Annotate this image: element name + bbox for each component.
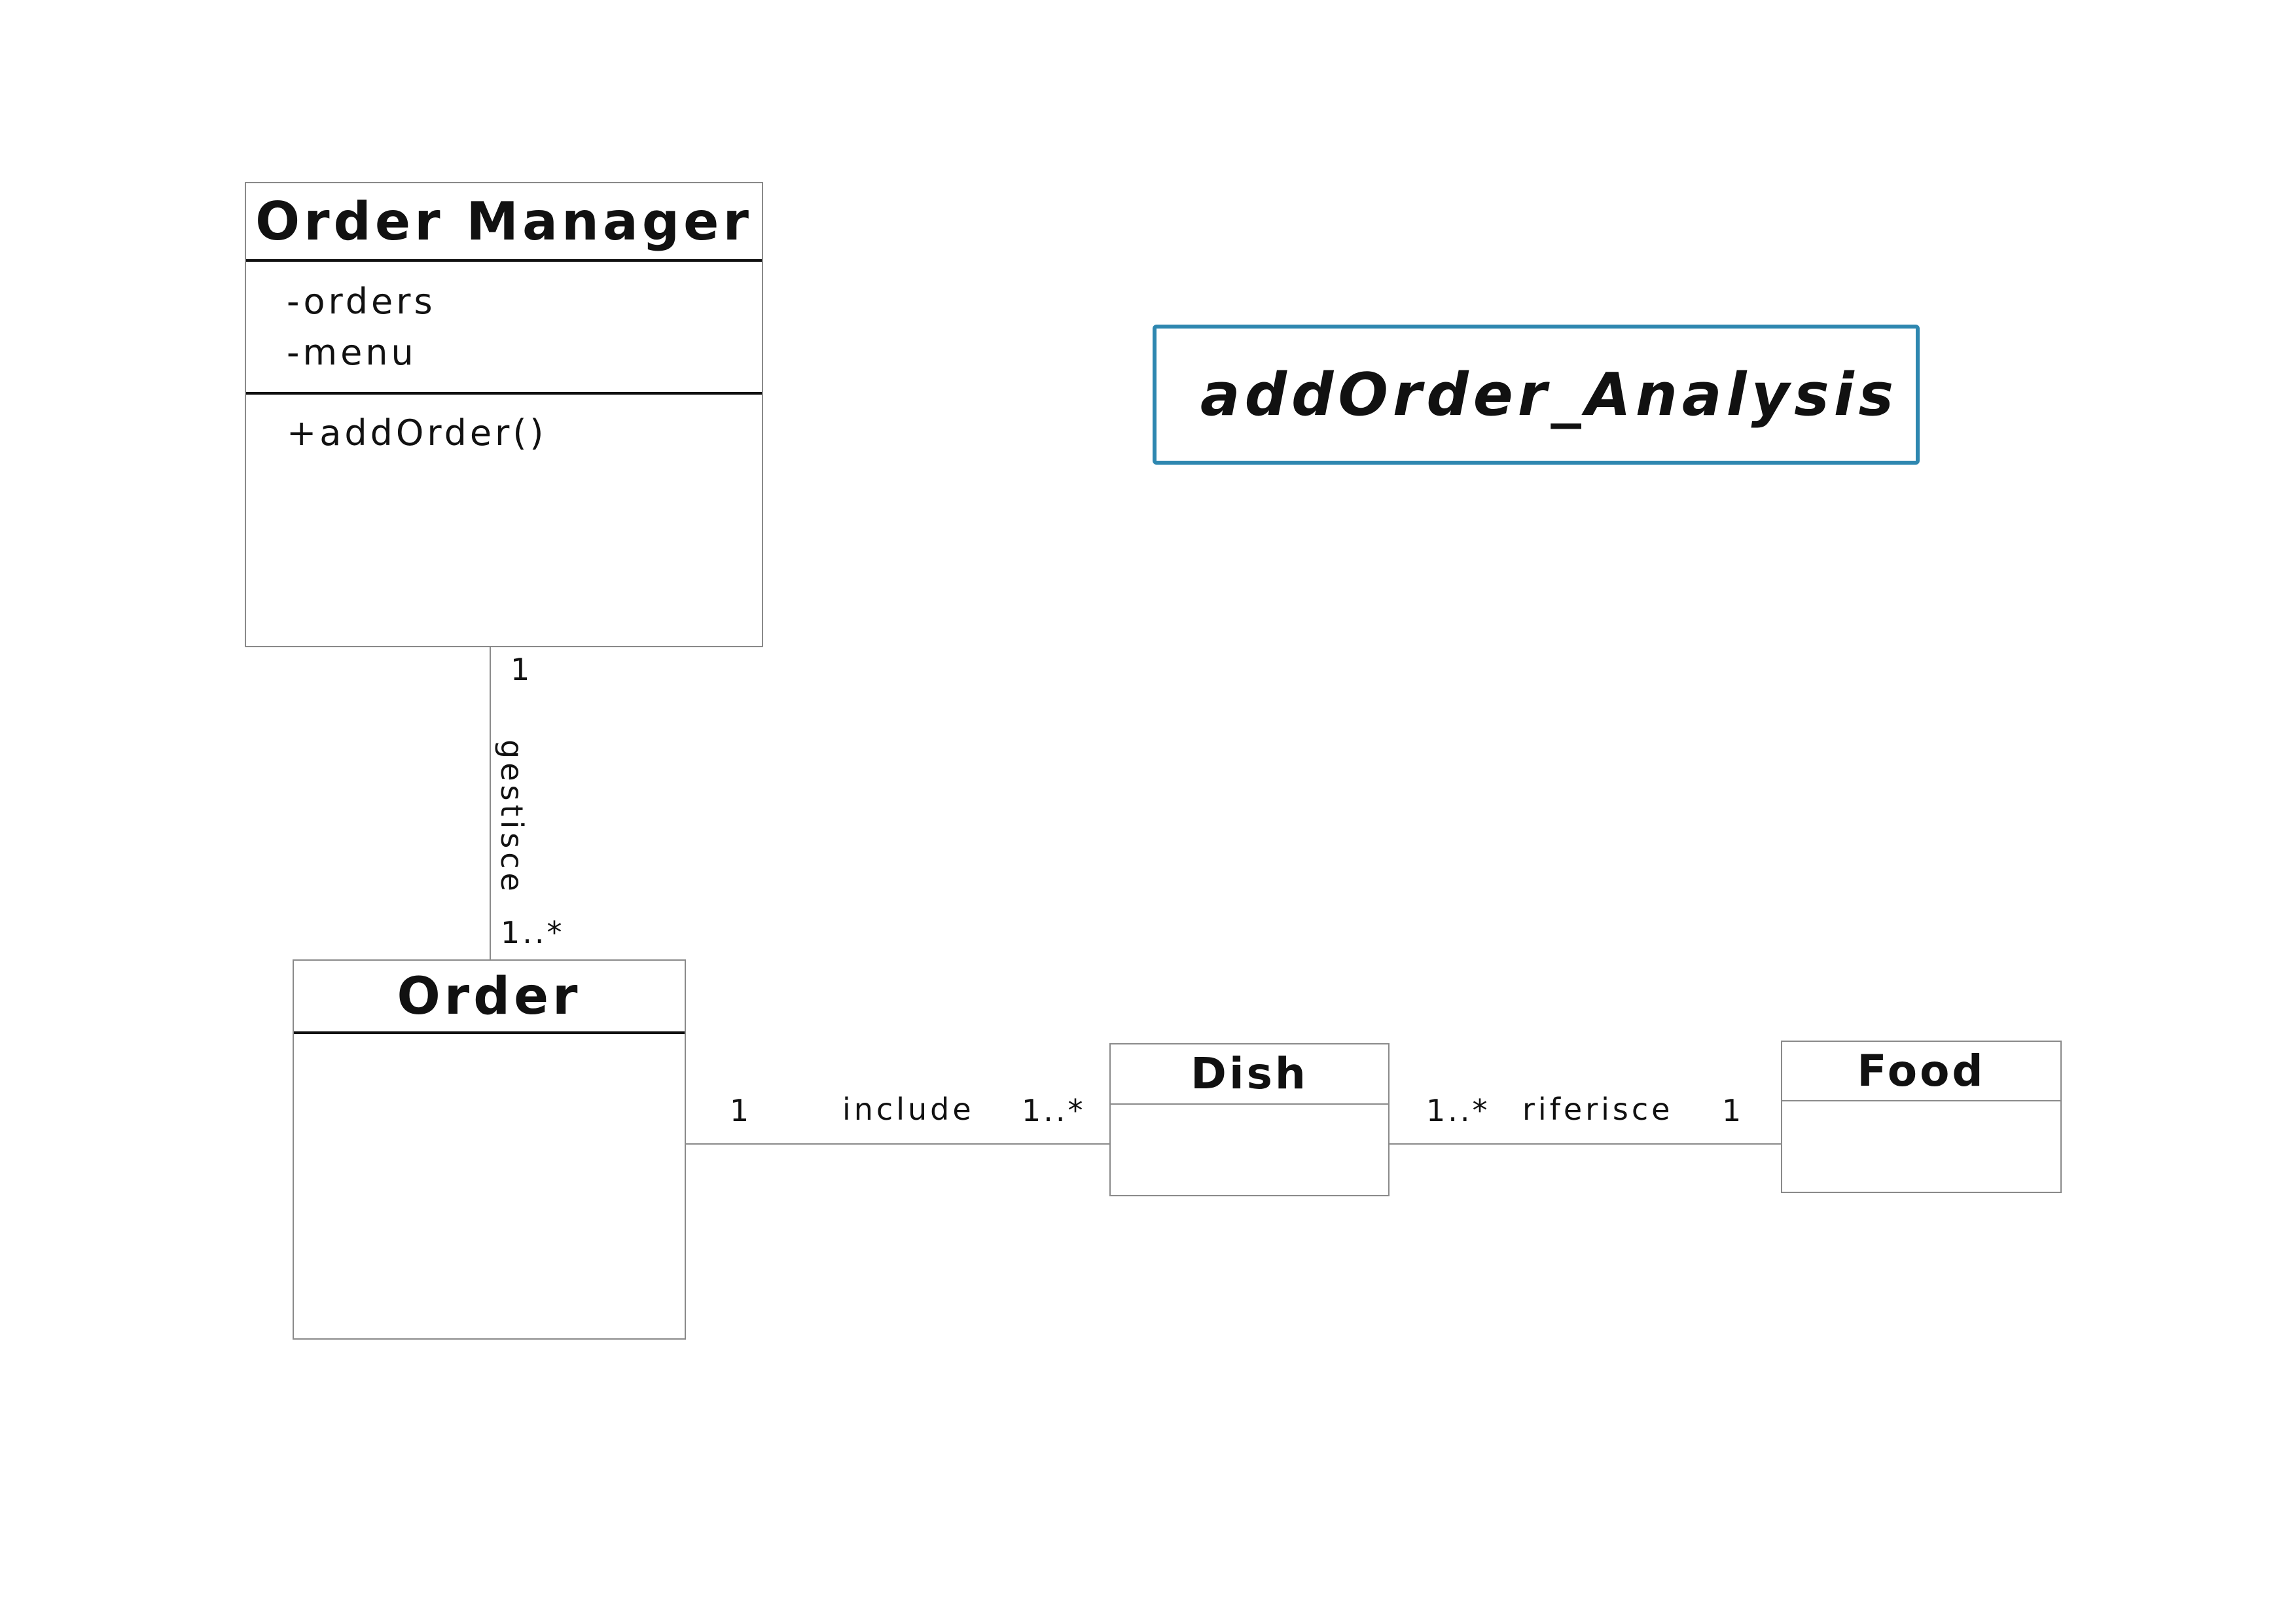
association-label-riferisce: riferisce	[1522, 1092, 1674, 1127]
association-line-include[interactable]	[686, 1143, 1109, 1145]
multiplicity-include-source: 1	[730, 1093, 752, 1128]
attribute-menu: -menu	[287, 332, 417, 373]
class-food-name: Food	[1782, 1042, 2060, 1101]
association-label-gestisce: gestisce	[494, 740, 529, 895]
multiplicity-gestisce-target: 1..*	[501, 915, 565, 950]
association-line-riferisce[interactable]	[1390, 1143, 1781, 1145]
association-line-gestisce[interactable]	[490, 647, 491, 959]
class-order-manager-operations: +addOrder()	[246, 395, 762, 459]
attribute-orders: -orders	[287, 281, 436, 322]
class-food[interactable]: Food	[1781, 1041, 2062, 1193]
diagram-title-box: addOrder_Analysis	[1153, 325, 1920, 465]
class-dish[interactable]: Dish	[1109, 1043, 1390, 1196]
multiplicity-riferisce-target: 1	[1722, 1093, 1744, 1128]
class-order[interactable]: Order	[293, 959, 686, 1340]
class-order-manager-attributes: -orders -menu	[246, 262, 762, 395]
association-label-include: include	[842, 1092, 975, 1127]
class-dish-name: Dish	[1111, 1044, 1388, 1105]
multiplicity-gestisce-source: 1	[511, 652, 533, 687]
multiplicity-include-target: 1..*	[1022, 1093, 1086, 1128]
diagram-title: addOrder_Analysis	[1200, 360, 1899, 429]
operation-add-order: +addOrder()	[287, 412, 547, 454]
class-order-manager-name: Order Manager	[246, 183, 762, 262]
multiplicity-riferisce-source: 1..*	[1426, 1093, 1490, 1128]
class-order-manager[interactable]: Order Manager -orders -menu +addOrder()	[245, 182, 763, 647]
class-order-name: Order	[294, 961, 685, 1034]
